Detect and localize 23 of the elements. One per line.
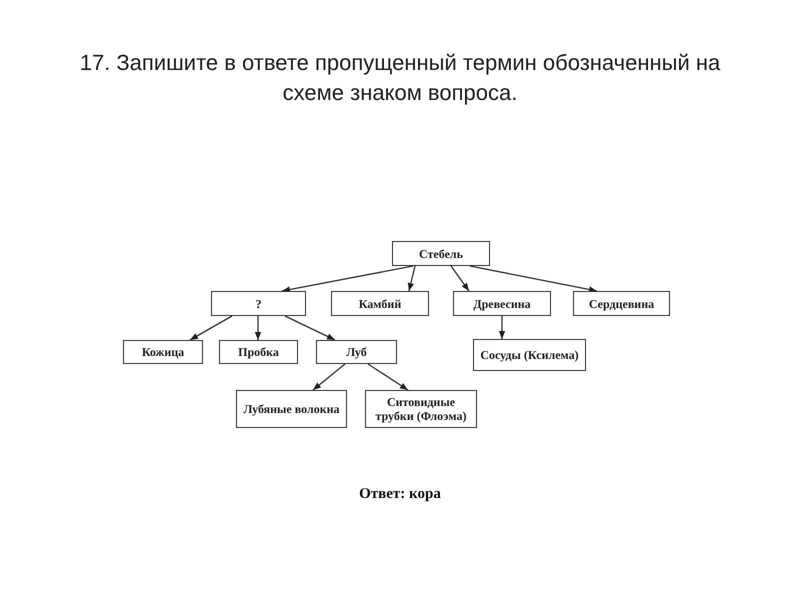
arrow — [498, 316, 506, 339]
term-box: Сердцевина — [573, 291, 670, 316]
term-box: Камбий — [331, 291, 429, 316]
term-box: Лубяные волокна — [236, 390, 347, 428]
arrow — [368, 363, 408, 391]
term-box: Сосуды (Ксилема) — [473, 339, 586, 371]
term-box: Луб — [316, 340, 397, 364]
answer-text: Ответ: кора — [358, 486, 442, 503]
arrow — [282, 265, 414, 293]
arrow — [254, 316, 262, 340]
arrow — [312, 364, 346, 390]
arrow — [470, 265, 598, 293]
term-box: Кожица — [123, 340, 203, 364]
term-box: Ситовидные трубки (Флоэма) — [365, 390, 477, 428]
arrow — [190, 315, 232, 341]
term-box: Стебель — [392, 241, 490, 266]
term-box: ? — [211, 291, 306, 316]
arrow — [408, 266, 416, 292]
arrow — [450, 266, 470, 292]
term-box: Древесина — [453, 291, 551, 316]
term-box: Пробка — [219, 340, 298, 364]
arrow — [284, 315, 336, 341]
question-title: 17. Запишите в ответе пропущенный термин обозначенный на схеме знаком вопроса. — [78, 49, 722, 107]
